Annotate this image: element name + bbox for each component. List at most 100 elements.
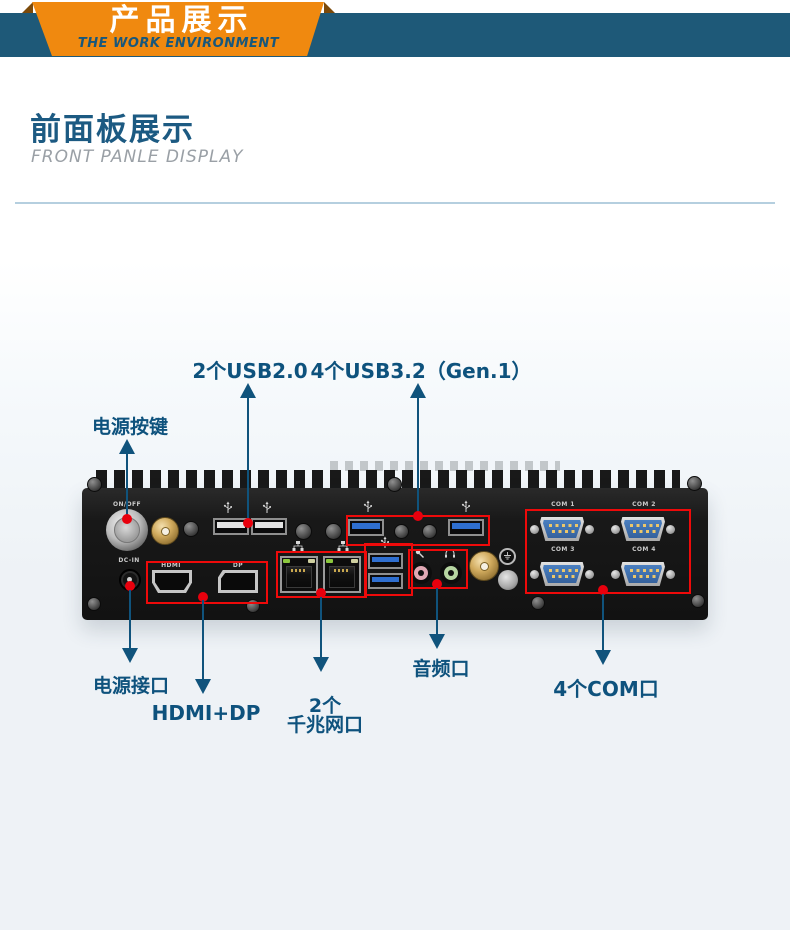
usb-icon [262, 501, 271, 513]
usb-tongue [217, 522, 245, 528]
marker-dot [125, 581, 135, 591]
arrow-down-icon [429, 634, 445, 649]
screw [183, 521, 199, 537]
jack-screw [585, 525, 594, 534]
annotation-usb3: 4个USB3.2（Gen.1） [310, 359, 532, 383]
arrow-line [436, 588, 438, 635]
annotation-lan: 2个 千兆网口 [287, 697, 363, 735]
db9-face [543, 520, 581, 538]
com-port [611, 561, 675, 587]
ground-point [499, 548, 516, 565]
arrow-up-icon [410, 383, 426, 398]
screw [87, 477, 102, 492]
ribbon-fold-right [324, 2, 335, 13]
arrow-down-icon [195, 679, 211, 694]
screw [691, 594, 705, 608]
jack-screw [611, 525, 620, 534]
marker-dot [243, 518, 253, 528]
com2-label: COM 2 [632, 501, 656, 508]
arrow-line [126, 453, 128, 520]
arrow-line [320, 597, 322, 658]
marker-dot [598, 585, 608, 595]
ground-icon [504, 552, 511, 560]
jack-screw [666, 570, 675, 579]
screw [87, 597, 101, 611]
jack-screw [666, 525, 675, 534]
page-subtitle: FRONT PANLE DISPLAY [31, 147, 244, 167]
screw [325, 523, 342, 540]
usb3-port [368, 573, 403, 589]
screw [394, 524, 409, 539]
jack-screw [530, 570, 539, 579]
jack-screw [585, 570, 594, 579]
marker-dot [316, 588, 326, 598]
ethernet-port [323, 556, 361, 593]
usb-tongue [372, 577, 399, 582]
dp-port-inner [221, 573, 255, 590]
usb-tongue [452, 523, 480, 529]
lan-led [283, 559, 290, 563]
hdmi-label: HDMI [161, 562, 181, 569]
usb3-port [448, 519, 484, 536]
annotation-power-button: 电源按键 [91, 416, 169, 438]
banner-title: 产品展示 [109, 3, 254, 38]
headphone-icon [445, 549, 455, 558]
com3-label: COM 3 [551, 546, 575, 553]
banner-ribbon: 产品展示 THE WORK ENVIRONMENT [32, 2, 325, 56]
db9-face [543, 565, 581, 583]
dc-in-jack [119, 569, 141, 591]
jack-screw [611, 570, 620, 579]
jack-hole [448, 570, 454, 576]
rj45-opening [286, 566, 312, 588]
screw [387, 477, 402, 492]
com4-label: COM 4 [632, 546, 656, 553]
arrow-up-icon [119, 439, 135, 454]
divider [15, 202, 775, 204]
db9-face [624, 565, 662, 583]
lan-led [308, 559, 315, 563]
highlight-hdmi-dp [146, 561, 268, 604]
com-port [530, 561, 594, 587]
annotation-lan-line1: 2个 [308, 695, 342, 717]
arrow-line [417, 397, 419, 516]
usb-tongue [372, 557, 399, 562]
ethernet-port [280, 556, 318, 593]
headphone-jack [440, 562, 462, 584]
usb3-port [348, 519, 384, 536]
annotation-audio: 音频口 [412, 658, 470, 680]
device-front-panel: ON/OFF DC-IN HDMI DP [82, 461, 708, 622]
screw [295, 523, 312, 540]
usb-tongue [255, 522, 283, 528]
mic-jack [410, 562, 432, 584]
hdmi-port-inner [155, 573, 189, 590]
network-icon [337, 541, 349, 551]
com-port [611, 516, 675, 542]
screw [422, 524, 437, 539]
marker-dot [432, 579, 442, 589]
dp-label: DP [232, 562, 244, 569]
annotation-com: 4个COM口 [553, 677, 659, 701]
com-port [530, 516, 594, 542]
lan-led [351, 559, 358, 563]
annotation-usb2: 2个USB2.0 [192, 359, 308, 383]
marker-dot [413, 511, 423, 521]
dp-port [218, 570, 258, 593]
annotation-hdmi-dp: HDMI+DP [151, 701, 261, 725]
jack-screw [530, 525, 539, 534]
network-icon [292, 541, 304, 551]
arrow-down-icon [122, 648, 138, 663]
marker-dot [198, 592, 208, 602]
screw [687, 476, 702, 491]
arrow-line [602, 594, 604, 651]
arrow-up-icon [240, 383, 256, 398]
usb-icon [223, 501, 232, 513]
screw [531, 596, 545, 610]
ribbon-fold-left [22, 2, 33, 13]
arrow-down-icon [595, 650, 611, 665]
annotation-lan-line2: 千兆网口 [286, 714, 364, 736]
usb-icon [461, 500, 470, 512]
usb-tongue [352, 523, 380, 529]
hdmi-port [152, 570, 192, 593]
highlight-usb3-stack [364, 543, 413, 596]
